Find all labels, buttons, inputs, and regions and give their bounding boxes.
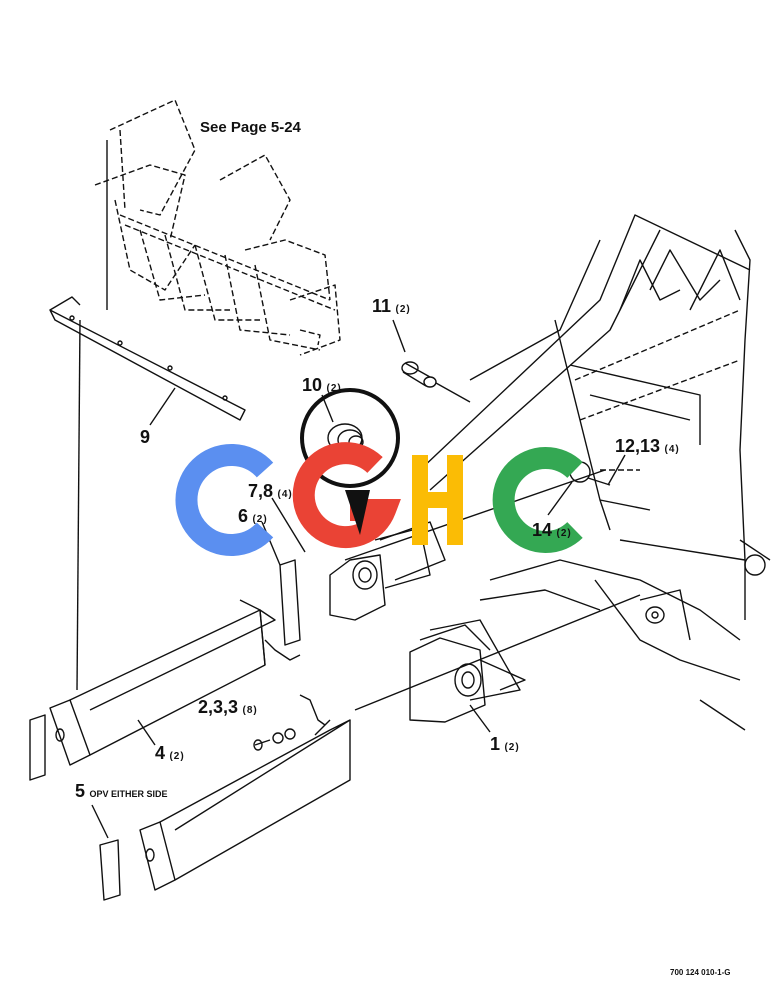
part-5-leader	[91, 804, 109, 839]
callout-9-number: 9	[140, 427, 151, 447]
callout-7-8-qty: (4)	[277, 489, 293, 500]
upper-support-tube	[29, 559, 301, 781]
part-6-leader	[261, 521, 281, 566]
callout-5: 5 OPV EITHER SIDE	[75, 782, 168, 801]
part-11-leader	[392, 319, 406, 353]
part-1-leader	[469, 704, 491, 733]
callout-5-number: 5	[75, 781, 86, 801]
callout-11-number: 11	[372, 296, 392, 316]
callout-11-qty: (2)	[395, 304, 411, 315]
logo-letter-g	[292, 442, 401, 549]
callout-9: 9	[140, 428, 150, 447]
callout-14: 14 (2)	[532, 521, 572, 540]
part-9-strip	[49, 296, 246, 421]
upper-bearing-housing	[329, 521, 446, 621]
callout-5-note: OPV EITHER SIDE	[89, 789, 168, 799]
shaft-box-upper	[374, 527, 431, 589]
right-frame-dashed	[574, 309, 741, 471]
callout-7-8-number: 7,8	[248, 481, 274, 501]
logo-letter-c2	[492, 447, 583, 553]
part-4-leader	[137, 719, 156, 746]
part-1213-leader	[607, 454, 626, 486]
callout-4: 4 (2)	[155, 744, 185, 763]
callout-2-3-3-number: 2,3,3	[198, 697, 239, 717]
callout-12-13-number: 12,13	[615, 436, 661, 456]
dashed-rotor-assembly	[94, 99, 341, 356]
part-10-leader	[321, 394, 334, 423]
shaft-upper	[344, 469, 606, 561]
callout-14-number: 14	[532, 520, 553, 540]
callout-7-8: 7,8 (4)	[248, 482, 293, 501]
bolt-group	[253, 728, 296, 751]
lower-support-tube	[99, 719, 351, 901]
callout-4-qty: (2)	[169, 751, 185, 762]
wire-lower	[299, 694, 326, 726]
callout-1-qty: (2)	[504, 742, 520, 753]
callout-6: 6 (2)	[238, 507, 268, 526]
logo-pointer	[345, 490, 370, 535]
callout-11: 11 (2)	[372, 297, 411, 316]
callout-12-13-qty: (4)	[664, 444, 680, 455]
figure-code: 700 124 010-1-G	[670, 968, 731, 977]
lower-bearing-housing	[409, 624, 526, 723]
part-11-pin	[401, 361, 471, 403]
part-78-leader	[271, 497, 306, 553]
callout-4-number: 4	[155, 743, 166, 763]
callout-10: 10 (2)	[302, 376, 342, 395]
reference-line-long	[76, 319, 81, 691]
callout-6-qty: (2)	[252, 514, 268, 525]
part-14-leader	[547, 481, 573, 516]
callout-14-qty: (2)	[556, 528, 572, 539]
part-9-leader	[149, 387, 176, 426]
callout-1-number: 1	[490, 734, 501, 754]
part-10-highlight-circle	[300, 388, 400, 488]
cgsc-logo	[175, 442, 583, 556]
callout-6-number: 6	[238, 506, 249, 526]
see-page-label: See Page 5-24	[200, 119, 301, 136]
callout-2-3-3-qty: (8)	[242, 705, 258, 716]
logo-letter-c1	[175, 444, 274, 556]
right-frame-structure	[419, 214, 771, 731]
shaft-lower	[354, 594, 641, 711]
shaft-box-lower	[429, 619, 521, 701]
callout-1: 1 (2)	[490, 735, 520, 754]
wire-upper	[264, 639, 301, 661]
callout-10-qty: (2)	[326, 383, 342, 394]
callout-2-3-3: 2,3,3 (8)	[198, 698, 258, 717]
callout-10-number: 10	[302, 375, 323, 395]
callout-12-13: 12,13 (4)	[615, 437, 680, 456]
logo-letter-s	[412, 455, 463, 545]
